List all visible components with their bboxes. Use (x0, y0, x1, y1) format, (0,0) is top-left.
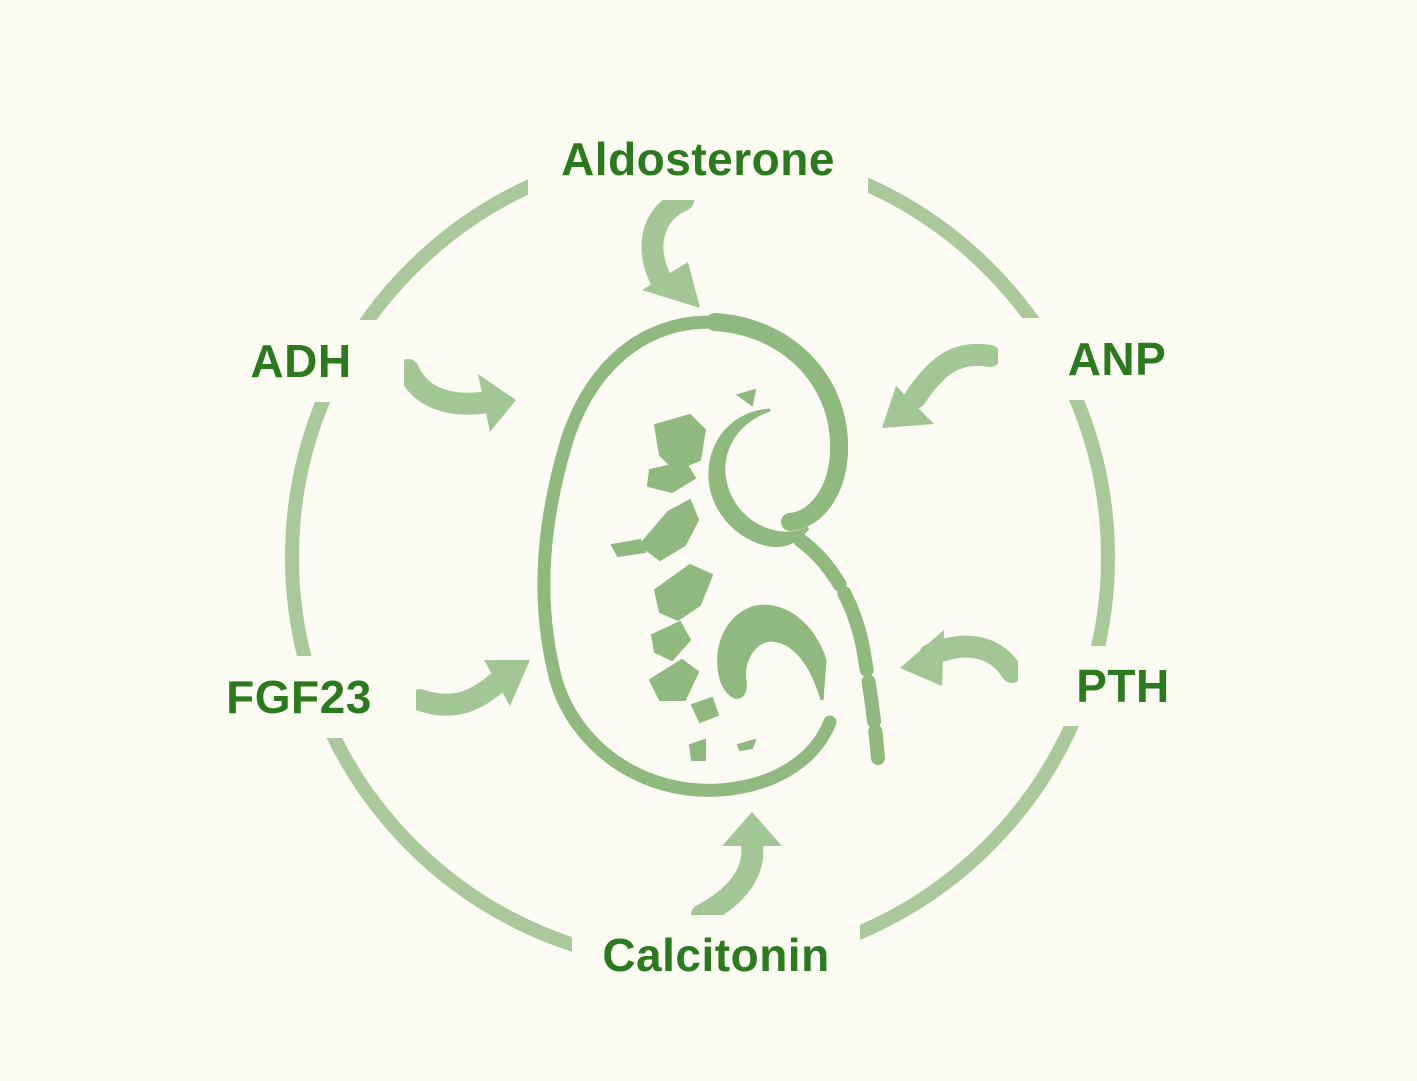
calcitonin-label: Calcitonin (602, 929, 830, 981)
calcitonin-arrow (691, 812, 782, 926)
pth-label: PTH (1076, 660, 1170, 712)
renal-pyramid (653, 413, 707, 472)
kidney-icon (537, 313, 885, 797)
adh-arrow (397, 359, 516, 432)
anp-label-box: ANP (998, 318, 1236, 400)
kidney-outline (537, 315, 837, 797)
renal-pyramid (690, 696, 720, 724)
anp-arrow (882, 343, 1001, 428)
outer-ring (285, 142, 1115, 972)
arrows (397, 189, 1023, 926)
renal-pelvis-lower (717, 604, 827, 701)
renal-pyramid (650, 620, 692, 662)
renal-pyramid (638, 498, 700, 562)
adh-label-box: ADH (198, 320, 404, 402)
calcitonin-label-box: Calcitonin (572, 915, 860, 995)
anp-label: ANP (1067, 333, 1167, 385)
aldosterone-arrow (641, 189, 700, 308)
renal-pyramid (735, 388, 757, 407)
kidney-top-curve (706, 313, 849, 531)
renal-pyramid (653, 563, 714, 622)
renal-pyramid (610, 538, 647, 558)
pth-arrow (900, 630, 1023, 686)
pth-label-box: PTH (1018, 646, 1228, 726)
fgf23-label: FGF23 (226, 671, 372, 723)
renal-pyramid (648, 658, 700, 701)
aldosterone-label: Aldosterone (561, 133, 835, 185)
renal-pyramid (736, 738, 757, 752)
renal-pelvis-upper (708, 408, 810, 548)
renal-pyramid (646, 460, 697, 494)
ureter (793, 533, 885, 765)
fgf23-arrow (409, 660, 530, 716)
fgf23-label-box: FGF23 (182, 656, 416, 738)
aldosterone-label-box: Aldosterone (528, 118, 868, 200)
adh-label: ADH (250, 335, 352, 387)
renal-pyramid (688, 738, 706, 761)
